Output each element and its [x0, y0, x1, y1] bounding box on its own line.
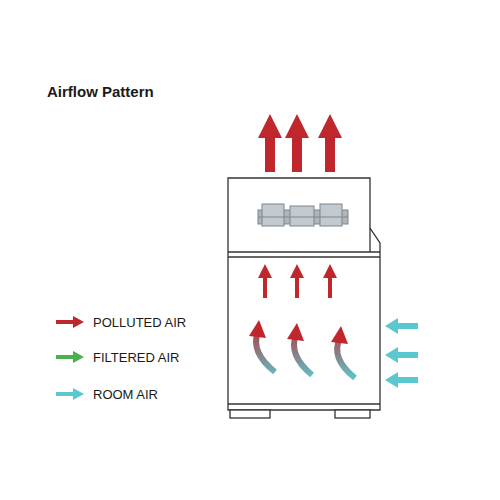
exhaust-arrows [258, 114, 342, 172]
legend-arrow [55, 386, 85, 402]
legend-arrow [55, 349, 85, 365]
legend-label: POLLUTED AIR [93, 315, 186, 330]
legend-arrow [55, 314, 85, 330]
fan-unit [258, 204, 348, 226]
curved-arrows [249, 320, 355, 378]
cabinet-outline [228, 178, 380, 418]
legend-label: FILTERED AIR [93, 350, 179, 365]
inner-arrows [258, 264, 337, 298]
diagram-title: Airflow Pattern [47, 83, 154, 100]
legend-label: ROOM AIR [93, 387, 158, 402]
room-air-arrows [385, 318, 418, 388]
